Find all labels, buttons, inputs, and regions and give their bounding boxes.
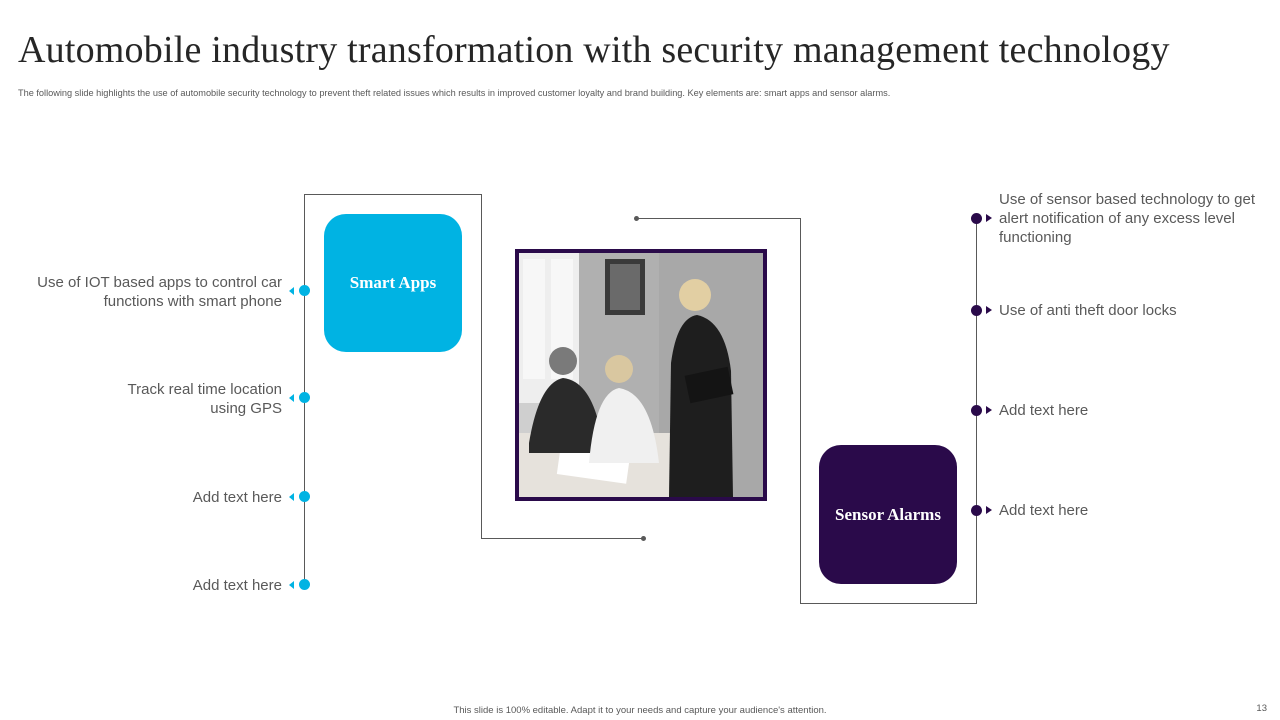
sensor-alarms-point-3: Add text here (999, 402, 1089, 419)
smart-apps-box: Smart Apps (324, 214, 462, 352)
sensor-alarms-box: Sensor Alarms (819, 445, 957, 584)
smart-apps-point-1: Use of IOT based apps to control car fun… (37, 274, 282, 310)
bullet-dot-icon (299, 392, 310, 403)
bullet-dot-icon (971, 213, 982, 224)
smart-apps-point-4: Add text here (192, 577, 282, 594)
slide-subtitle: The following slide highlights the use o… (18, 88, 891, 98)
right-arrow-icon (986, 406, 992, 414)
page-number: 13 (1256, 703, 1267, 714)
smart-apps-point-3: Add text here (192, 489, 282, 506)
bullet-dot-icon (299, 285, 310, 296)
left-arrow-icon (289, 493, 294, 501)
left-arrow-icon (289, 287, 294, 295)
bullet-dot-icon (971, 305, 982, 316)
smart-apps-label: Smart Apps (349, 273, 437, 292)
left-arrow-icon (289, 581, 294, 589)
sensor-alarms-point-1: Use of sensor based technology to get al… (999, 191, 1255, 246)
smart-apps-point-2: Track real time location using GPS (127, 381, 283, 417)
sensor-alarms-point-2: Use of anti theft door locks (999, 302, 1177, 319)
sensor-alarms-label: Sensor Alarms (835, 504, 941, 524)
business-meeting-photo (515, 249, 767, 501)
right-arrow-icon (986, 306, 992, 314)
bullet-dot-icon (971, 405, 982, 416)
page-title: Automobile industry transformation with … (18, 29, 1170, 71)
photo-illustration (519, 253, 763, 497)
right-arrow-icon (986, 214, 992, 222)
sensor-alarms-point-4: Add text here (999, 502, 1089, 519)
left-arrow-icon (289, 394, 294, 402)
bullet-dot-icon (971, 505, 982, 516)
footer-note: This slide is 100% editable. Adapt it to… (453, 705, 827, 716)
bullet-dot-icon (299, 579, 310, 590)
bullet-dot-icon (299, 491, 310, 502)
right-arrow-icon (986, 506, 992, 514)
